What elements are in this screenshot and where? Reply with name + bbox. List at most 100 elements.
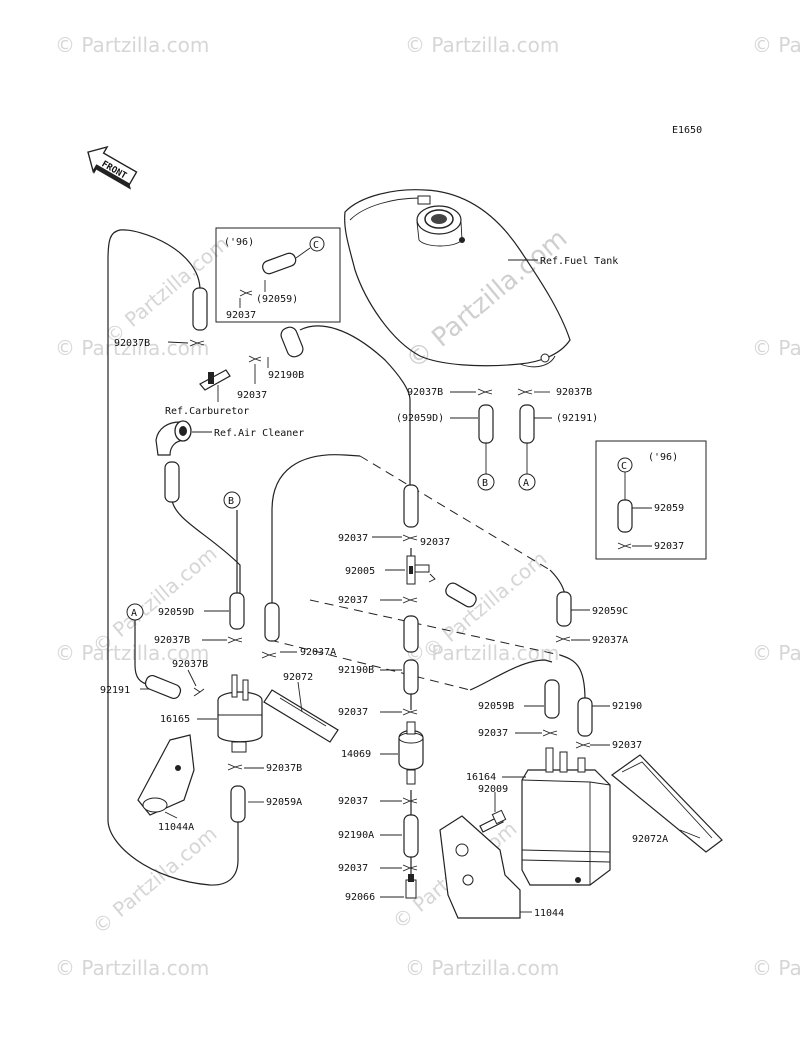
- hose-center-2: [403, 615, 419, 653]
- part-label-14069: 14069: [341, 749, 371, 760]
- callout-c: C: [313, 240, 319, 251]
- clips: [189, 339, 591, 872]
- clip: [402, 708, 418, 716]
- callout-a: A: [131, 608, 137, 619]
- part-label-92059d: (92059D): [396, 413, 444, 424]
- callout-a: A: [523, 478, 529, 489]
- band-92072a: [611, 754, 723, 853]
- inset-year-label: ('96): [224, 237, 254, 248]
- watermark: © Partzilla.com: [752, 33, 800, 57]
- clip: [189, 339, 205, 347]
- fitting-92066: [405, 874, 417, 899]
- part-label-92037b: 92037B: [172, 659, 208, 670]
- hose-92190b-mid: [403, 659, 419, 695]
- hose-92037a: [264, 602, 280, 642]
- callout-circles: B A B A: [126, 443, 536, 621]
- hose-92191: [144, 674, 182, 700]
- part-label-92190b: 92190B: [338, 665, 374, 676]
- part-label-92037: 92037: [338, 707, 368, 718]
- watermark: © Partzilla.com: [405, 956, 559, 980]
- watermark: © Partzilla.com: [752, 336, 800, 360]
- part-label-92191: (92191): [556, 413, 598, 424]
- callout-b: B: [482, 478, 488, 489]
- clip: [402, 596, 418, 604]
- part-label-92190: 92190: [612, 701, 642, 712]
- hose-92059c: [556, 591, 572, 627]
- canister-16164: [521, 747, 611, 886]
- air-cleaner-ref-label: Ref.Air Cleaner: [214, 428, 304, 439]
- bracket-11044a: [137, 734, 195, 816]
- inset-part-92059-paren: (92059): [256, 294, 298, 305]
- front-arrow: FRONT: [87, 145, 138, 190]
- t-joint-92005: [406, 555, 430, 585]
- band-92072: [263, 689, 339, 743]
- watermark: © Partzilla.com: [752, 956, 800, 980]
- hoses: [144, 287, 593, 858]
- part-label-92037a: 92037A: [592, 635, 628, 646]
- hose-92059a: [230, 785, 246, 823]
- part-label-92037: 92037: [338, 863, 368, 874]
- part-label-92037: 92037: [338, 533, 368, 544]
- inset-1996-left: ('96) C (92059) 92037: [215, 227, 341, 323]
- part-label-92009: 92009: [478, 784, 508, 795]
- part-label-92037a: 92037A: [300, 647, 336, 658]
- hose-92059d-left: [229, 592, 245, 630]
- callout-b: B: [228, 496, 234, 507]
- part-label-92059b: 92059B: [478, 701, 514, 712]
- clip: [227, 763, 243, 771]
- watermark: © Partzilla.com: [88, 821, 222, 939]
- part-label-92059a: 92059A: [266, 797, 302, 808]
- clip: [402, 797, 418, 805]
- part-label-92037b: 92037B: [266, 763, 302, 774]
- hose-92190: [577, 697, 593, 737]
- part-label-92037b: 92037B: [407, 387, 443, 398]
- air-cleaner-elbow: [155, 420, 212, 456]
- part-label-16164: 16164: [466, 772, 496, 783]
- part-label-92059c: 92059C: [592, 606, 628, 617]
- part-label-92037: 92037: [237, 390, 267, 401]
- hose-92191-upper: [519, 404, 535, 444]
- hose-air-cleaner: [164, 461, 180, 503]
- part-label-92037b: 92037B: [114, 338, 150, 349]
- watermark: © Partzilla.com: [55, 956, 209, 980]
- clip: [555, 635, 571, 643]
- clip: [542, 729, 558, 737]
- carburetor-ref-label: Ref.Carburetor: [165, 406, 249, 417]
- part-label-92037: 92037: [420, 537, 450, 548]
- watermark: © Partzilla.com: [55, 336, 209, 360]
- hose-diagonal: [445, 582, 477, 608]
- bracket-11044: [439, 815, 521, 919]
- inset-part-92037: 92037: [654, 541, 684, 552]
- watermark: © Partzilla.com: [400, 223, 573, 375]
- inset-year-label: ('96): [648, 452, 678, 463]
- callout-c: C: [621, 461, 627, 472]
- clip: [402, 864, 418, 872]
- hose-92190b: [280, 326, 304, 358]
- fuel-tank-ref-label: Ref.Fuel Tank: [540, 256, 618, 267]
- hose-92190a: [403, 814, 419, 858]
- clip: [517, 388, 533, 396]
- watermark: © Partzilla.com: [100, 231, 234, 349]
- part-label-11044: 11044: [534, 908, 564, 919]
- part-label-92072a: 92072A: [632, 834, 668, 845]
- watermark: © Partzilla.com: [55, 33, 209, 57]
- watermark: © Partzilla.com: [752, 641, 800, 665]
- part-label-92005: 92005: [345, 566, 375, 577]
- watermark: © Partzilla.com: [405, 33, 559, 57]
- inset-part-92059: 92059: [654, 503, 684, 514]
- carburetor-fitting: [199, 369, 231, 402]
- hose-92059b: [544, 679, 560, 719]
- inset-part-92037: 92037: [226, 310, 256, 321]
- part-labels: 92037B 92037 92190B 92037B 92037B (92059…: [100, 338, 668, 919]
- part-label-92037: 92037: [478, 728, 508, 739]
- part-label-92072: 92072: [283, 672, 313, 683]
- clip: [261, 651, 277, 659]
- hose-upper-left: [192, 287, 208, 331]
- part-label-11044a: 11044A: [158, 822, 194, 833]
- fuel-tank: [344, 189, 571, 368]
- clip: [428, 573, 436, 583]
- part-label-92037: 92037: [338, 796, 368, 807]
- part-label-92190b: 92190B: [268, 370, 304, 381]
- part-label-92037: 92037: [612, 740, 642, 751]
